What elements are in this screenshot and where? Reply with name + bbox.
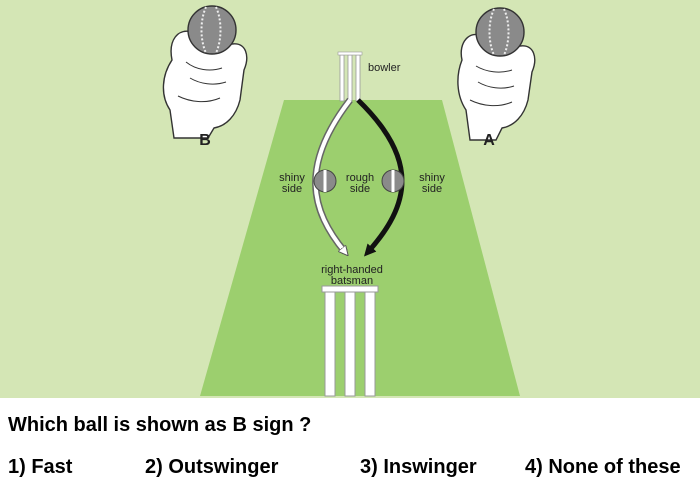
rough-side-label-2: side <box>350 183 370 195</box>
batsman-end-stumps <box>321 285 379 397</box>
ball-right-icon <box>381 169 405 193</box>
batsman-label-1: right-handed <box>321 264 383 276</box>
grip-b-label: B <box>199 132 211 149</box>
option-4[interactable]: 4) None of these <box>525 456 681 478</box>
shiny-side-left-label-1: shiny <box>279 172 305 184</box>
option-3[interactable]: 3) Inswinger <box>360 456 477 478</box>
shiny-side-right-label-2: side <box>422 183 442 195</box>
bowler-label: bowler <box>368 62 401 74</box>
rough-side-label-1: rough <box>346 172 374 184</box>
grip-a-label: A <box>483 132 495 149</box>
shiny-side-right-label-1: shiny <box>419 172 445 184</box>
cricket-swing-diagram: bowler shiny side rough side shiny side … <box>0 0 700 398</box>
ball-left-icon <box>313 169 337 193</box>
grip-a-hand-icon <box>457 7 536 141</box>
pitch <box>200 100 520 396</box>
shiny-side-left-label-2: side <box>282 183 302 195</box>
option-2[interactable]: 2) Outswinger <box>145 456 279 478</box>
bowler-end-stumps <box>337 51 363 102</box>
grip-b-hand-icon <box>162 5 248 139</box>
batsman-label-2: batsman <box>331 275 373 287</box>
question-text: Which ball is shown as B sign ? <box>8 414 312 436</box>
option-1[interactable]: 1) Fast <box>8 456 73 478</box>
